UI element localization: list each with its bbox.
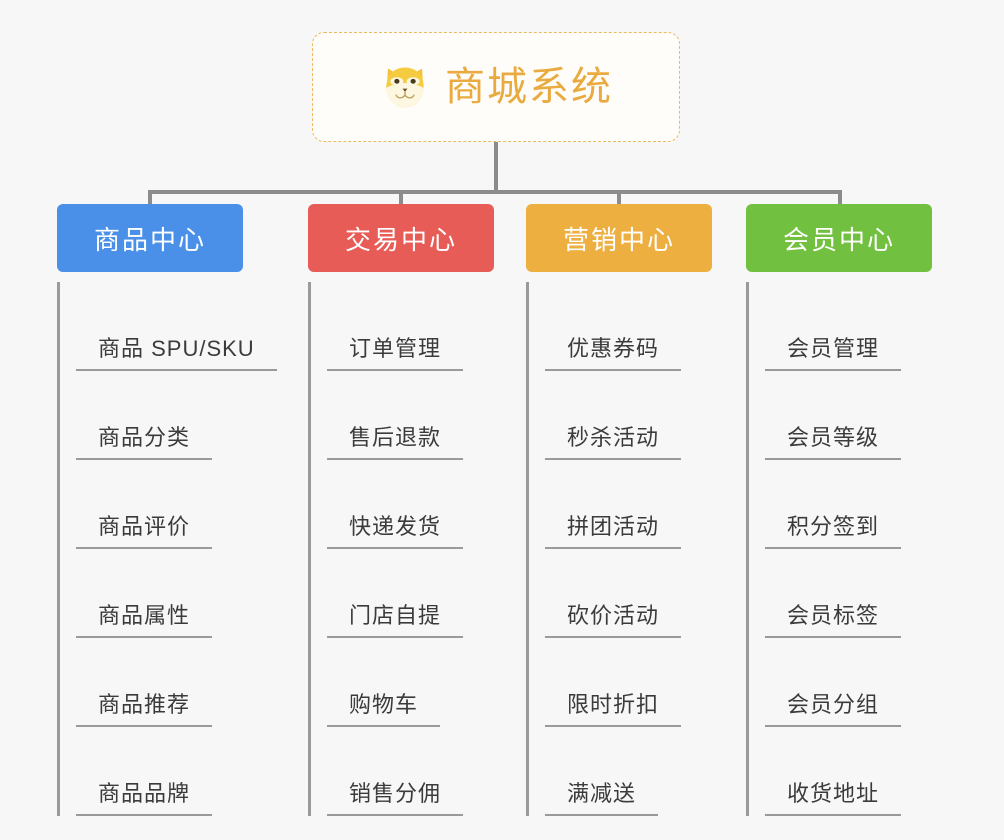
- branch-header-1[interactable]: 商品中心: [57, 204, 243, 272]
- connector-horizontal-bar: [148, 190, 842, 194]
- list-item[interactable]: 会员标签: [765, 549, 932, 638]
- list-item[interactable]: 商品品牌: [76, 727, 243, 816]
- list-item[interactable]: 商品属性: [76, 549, 243, 638]
- list-item[interactable]: 优惠券码: [545, 282, 712, 371]
- list-item[interactable]: 积分签到: [765, 460, 932, 549]
- list-item[interactable]: 销售分佣: [327, 727, 494, 816]
- leaf-list-4: 会员管理 会员等级 积分签到 会员标签 会员分组 收货地址: [746, 282, 932, 816]
- connector-drop-4: [838, 190, 842, 206]
- shiba-dog-face-icon: [379, 61, 431, 113]
- branch-header-label: 商品中心: [93, 224, 206, 255]
- list-item[interactable]: 订单管理: [327, 282, 494, 371]
- leaf-label: 拼团活动: [545, 513, 682, 549]
- branch-header-label: 交易中心: [344, 224, 457, 255]
- leaf-label: 砍价活动: [545, 602, 682, 638]
- leaf-label: 满减送: [545, 780, 659, 816]
- leaf-label: 门店自提: [327, 602, 464, 638]
- leaf-label: 会员标签: [765, 602, 902, 638]
- list-item[interactable]: 会员等级: [765, 371, 932, 460]
- leaf-list-2: 订单管理 售后退款 快递发货 门店自提 购物车 销售分佣: [308, 282, 494, 816]
- leaf-list-1: 商品 SPU/SKU 商品分类 商品评价 商品属性 商品推荐 商品品牌: [57, 282, 277, 816]
- leaf-label: 商品属性: [76, 602, 213, 638]
- branch-header-label: 会员中心: [782, 224, 895, 255]
- branch-header-4[interactable]: 会员中心: [746, 204, 932, 272]
- branch-header-3[interactable]: 营销中心: [526, 204, 712, 272]
- leaf-label: 秒杀活动: [545, 424, 682, 460]
- connector-root-stem: [494, 142, 498, 192]
- list-item[interactable]: 秒杀活动: [545, 371, 712, 460]
- list-item[interactable]: 门店自提: [327, 549, 494, 638]
- list-item[interactable]: 会员管理: [765, 282, 932, 371]
- root-title: 商城系统: [445, 65, 613, 109]
- branch-column-1: 商品中心 商品 SPU/SKU 商品分类 商品评价 商品属性 商品推荐 商品品牌: [57, 204, 277, 816]
- branch-header-2[interactable]: 交易中心: [308, 204, 494, 272]
- branch-column-2: 交易中心 订单管理 售后退款 快递发货 门店自提 购物车 销售分佣: [308, 204, 494, 816]
- connector-drop-2: [399, 190, 403, 206]
- leaf-label: 商品评价: [76, 513, 213, 549]
- leaf-label: 订单管理: [327, 335, 464, 371]
- leaf-label: 商品 SPU/SKU: [76, 335, 277, 371]
- leaf-label: 会员等级: [765, 424, 902, 460]
- leaf-list-3: 优惠券码 秒杀活动 拼团活动 砍价活动 限时折扣 满减送: [526, 282, 712, 816]
- branch-header-label: 营销中心: [562, 224, 675, 255]
- leaf-label: 积分签到: [765, 513, 902, 549]
- leaf-label: 购物车: [327, 691, 441, 727]
- list-item[interactable]: 满减送: [545, 727, 712, 816]
- leaf-label: 销售分佣: [327, 780, 464, 816]
- list-item[interactable]: 商品推荐: [76, 638, 243, 727]
- leaf-label: 商品推荐: [76, 691, 213, 727]
- leaf-label: 售后退款: [327, 424, 464, 460]
- list-item[interactable]: 拼团活动: [545, 460, 712, 549]
- connector-drop-3: [617, 190, 621, 206]
- leaf-label: 会员分组: [765, 691, 902, 727]
- list-item[interactable]: 商品评价: [76, 460, 243, 549]
- list-item[interactable]: 售后退款: [327, 371, 494, 460]
- connector-drop-1: [148, 190, 152, 206]
- leaf-label: 商品分类: [76, 424, 213, 460]
- leaf-label: 商品品牌: [76, 780, 213, 816]
- leaf-label: 快递发货: [327, 513, 464, 549]
- list-item[interactable]: 快递发货: [327, 460, 494, 549]
- leaf-label: 会员管理: [765, 335, 902, 371]
- list-item[interactable]: 砍价活动: [545, 549, 712, 638]
- leaf-label: 限时折扣: [545, 691, 682, 727]
- leaf-label: 优惠券码: [545, 335, 682, 371]
- list-item[interactable]: 商品分类: [76, 371, 243, 460]
- leaf-label: 收货地址: [765, 780, 902, 816]
- branch-column-3: 营销中心 优惠券码 秒杀活动 拼团活动 砍价活动 限时折扣 满减送: [526, 204, 712, 816]
- root-node[interactable]: 商城系统: [312, 32, 680, 142]
- list-item[interactable]: 限时折扣: [545, 638, 712, 727]
- list-item[interactable]: 购物车: [327, 638, 494, 727]
- branch-column-4: 会员中心 会员管理 会员等级 积分签到 会员标签 会员分组 收货地址: [746, 204, 932, 816]
- list-item[interactable]: 收货地址: [765, 727, 932, 816]
- list-item[interactable]: 会员分组: [765, 638, 932, 727]
- list-item[interactable]: 商品 SPU/SKU: [76, 282, 277, 371]
